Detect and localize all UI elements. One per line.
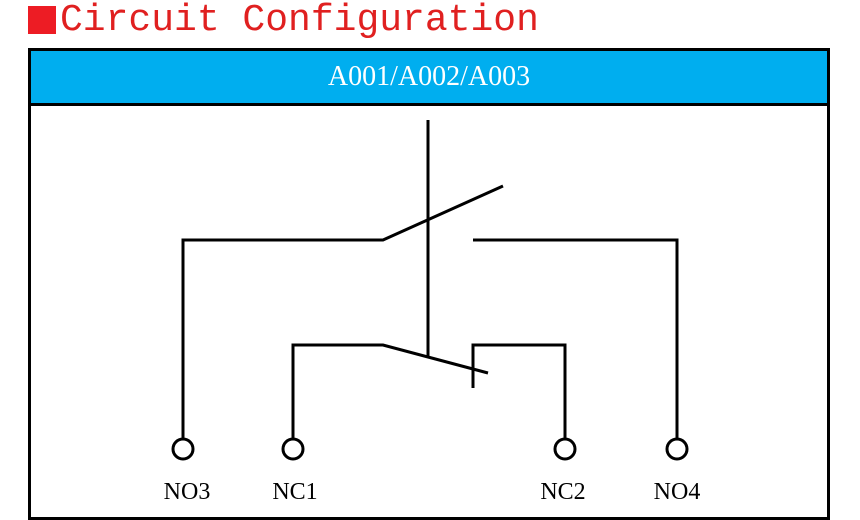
label-nc1: NC1 [272, 479, 317, 505]
terminal-no4 [665, 437, 689, 461]
no4-wire [473, 238, 679, 439]
terminal-no3 [171, 437, 195, 461]
nc1-wire [291, 343, 489, 439]
label-no3: NO3 [164, 479, 211, 505]
terminal-nc1 [281, 437, 305, 461]
circuit-panel: A001/A002/A003 [28, 48, 830, 520]
label-no4: NO4 [654, 479, 701, 505]
section-title: Circuit Configuration [28, 0, 539, 42]
model-header: A001/A002/A003 [31, 51, 827, 106]
red-square-icon [28, 6, 56, 34]
label-nc2: NC2 [540, 479, 585, 505]
section-title-text: Circuit Configuration [60, 0, 539, 42]
terminal-nc2 [553, 437, 577, 461]
no3-wire [181, 184, 504, 439]
nc2-wire [471, 343, 567, 439]
